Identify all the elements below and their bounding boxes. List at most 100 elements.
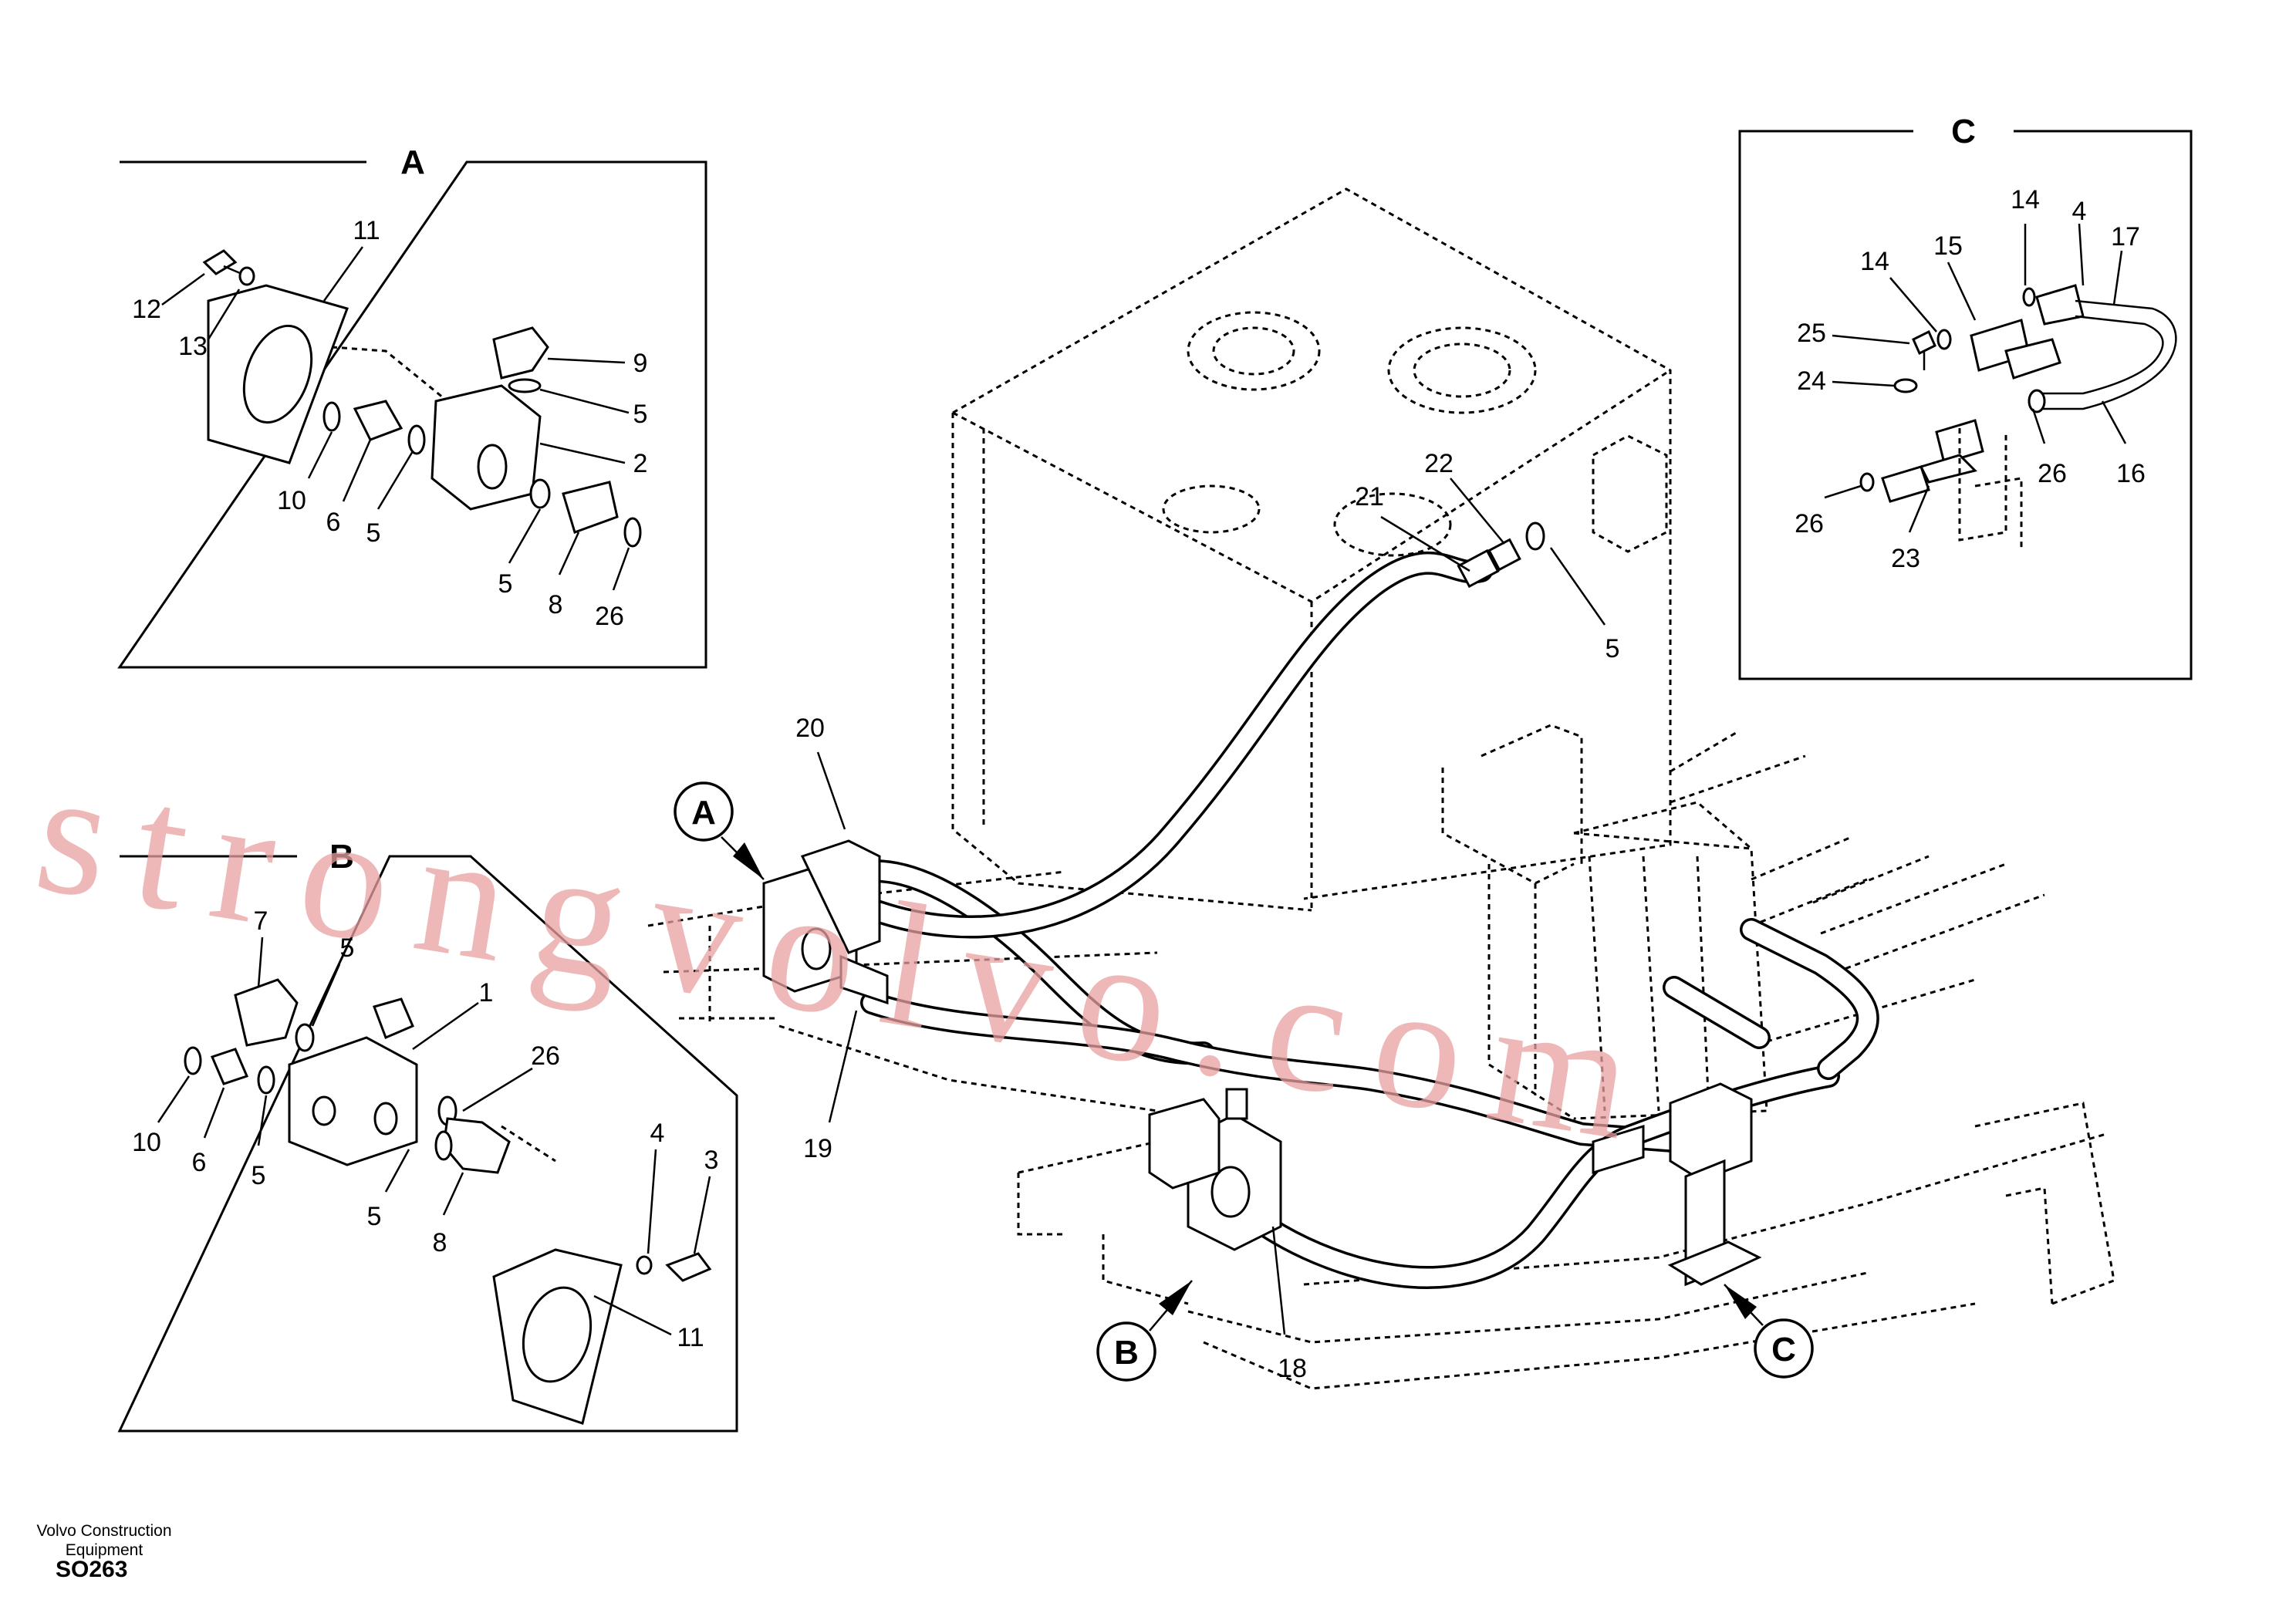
callout-a-6: 6	[326, 439, 372, 537]
callout-a-8: 8	[549, 532, 580, 619]
svg-text:5: 5	[633, 400, 648, 429]
hydraulic-tank-outline	[951, 187, 1806, 912]
svg-text:5: 5	[367, 1202, 382, 1231]
svg-text:11: 11	[353, 216, 380, 245]
svg-text:4: 4	[2072, 197, 2087, 226]
svg-text:5: 5	[366, 518, 381, 548]
callout-c-15: 15	[1933, 231, 1977, 321]
callout-c-23: 23	[1891, 485, 1930, 573]
footer-diagram-code: SO263	[56, 1557, 128, 1582]
svg-text:26: 26	[595, 602, 624, 631]
callout-c-14b: 14	[1860, 247, 1937, 332]
callout-a-9: 9	[547, 349, 647, 378]
svg-text:5: 5	[1606, 634, 1620, 663]
callout-b-11: 11	[593, 1294, 704, 1352]
svg-text:23: 23	[1891, 544, 1920, 573]
callout-main-5: 5	[1549, 547, 1620, 663]
svg-text:10: 10	[132, 1128, 161, 1157]
svg-text:11: 11	[677, 1323, 704, 1352]
detail-view-c: C	[1738, 113, 2193, 680]
svg-text:8: 8	[549, 590, 563, 619]
svg-text:19: 19	[803, 1134, 832, 1163]
detail-c-title: C	[1951, 113, 1976, 150]
svg-text:5: 5	[340, 933, 355, 963]
callout-b-1: 1	[412, 978, 494, 1051]
svg-text:25: 25	[1797, 319, 1826, 348]
svg-text:5: 5	[498, 569, 513, 599]
svg-text:8: 8	[433, 1228, 447, 1257]
svg-text:20: 20	[795, 714, 825, 743]
footer-company-line2: Equipment	[65, 1541, 144, 1559]
callout-main-22: 22	[1424, 449, 1505, 545]
svg-text:21: 21	[1355, 482, 1384, 511]
hose-fitting-21	[1457, 521, 1545, 589]
svg-text:B: B	[1114, 1334, 1139, 1372]
callout-c-17: 17	[2111, 222, 2140, 305]
svg-text:15: 15	[1933, 231, 1963, 261]
svg-text:6: 6	[326, 508, 341, 537]
callout-a-13: 13	[178, 289, 241, 361]
footer-company-line1: Volvo Construction	[36, 1522, 172, 1540]
callout-b-6: 6	[192, 1087, 225, 1177]
svg-text:4: 4	[650, 1119, 665, 1148]
svg-text:12: 12	[132, 295, 161, 324]
callout-c-14: 14	[2011, 185, 2040, 285]
callout-b-7: 7	[254, 906, 268, 988]
callout-main-19: 19	[803, 1010, 858, 1163]
svg-text:18: 18	[1278, 1354, 1307, 1383]
callout-b-5c: 5	[367, 1149, 410, 1231]
marker-circle-b: B	[1096, 1280, 1193, 1382]
valve-block-b-main	[1148, 1088, 1282, 1251]
svg-text:24: 24	[1797, 366, 1826, 396]
detail-view-b: B	[117, 838, 738, 1433]
callout-c-16: 16	[2101, 400, 2146, 488]
svg-text:C: C	[1771, 1331, 1796, 1369]
callout-b-5: 5	[311, 933, 355, 1027]
svg-text:6: 6	[192, 1148, 207, 1177]
svg-text:22: 22	[1424, 449, 1454, 478]
svg-text:13: 13	[178, 332, 208, 361]
detail-a-title: A	[400, 143, 425, 181]
svg-text:17: 17	[2111, 222, 2140, 251]
svg-text:7: 7	[254, 906, 268, 936]
detail-b-title: B	[329, 838, 354, 876]
svg-text:3: 3	[704, 1146, 719, 1175]
callout-a-12: 12	[132, 272, 205, 324]
hose-19	[860, 991, 1693, 1153]
svg-text:10: 10	[277, 486, 306, 515]
callout-main-18: 18	[1271, 1226, 1307, 1383]
pipe-16-main	[1663, 918, 1879, 1080]
svg-text:14: 14	[1860, 247, 1889, 276]
detail-view-a: A	[117, 143, 707, 669]
svg-text:14: 14	[2011, 185, 2040, 214]
callout-c-26: 26	[2031, 408, 2067, 488]
callout-a-5: 5	[539, 388, 648, 429]
callout-a-26: 26	[595, 547, 630, 631]
svg-text:26: 26	[1795, 509, 1824, 538]
callout-b-5b: 5	[252, 1095, 268, 1190]
control-valve-outline	[1441, 724, 2045, 1120]
frame-outline	[647, 870, 2115, 1390]
marker-circle-c: C	[1724, 1284, 1814, 1379]
hose-21	[853, 552, 1493, 939]
callout-c-25: 25	[1797, 319, 1910, 348]
callout-b-3: 3	[693, 1146, 719, 1254]
valve-block-a-main	[762, 839, 889, 1005]
callout-c-26b: 26	[1795, 484, 1862, 538]
svg-text:A: A	[691, 794, 716, 832]
marker-circle-a: A	[674, 781, 765, 880]
callout-main-20: 20	[795, 714, 846, 830]
callout-c-24: 24	[1797, 366, 1895, 396]
callout-b-10: 10	[132, 1075, 191, 1157]
callout-b-8: 8	[433, 1172, 464, 1257]
callout-main-21: 21	[1355, 482, 1470, 572]
footer-company: Volvo Construction Equipment	[15, 1521, 193, 1560]
svg-text:16: 16	[2116, 459, 2146, 488]
callout-a-5c: 5	[498, 508, 542, 599]
callout-c-4: 4	[2072, 197, 2087, 286]
callout-a-5b: 5	[366, 451, 414, 548]
svg-text:1: 1	[479, 978, 494, 1007]
svg-text:26: 26	[531, 1041, 560, 1071]
watermark-text: strongvolvo.com	[25, 731, 1673, 1182]
